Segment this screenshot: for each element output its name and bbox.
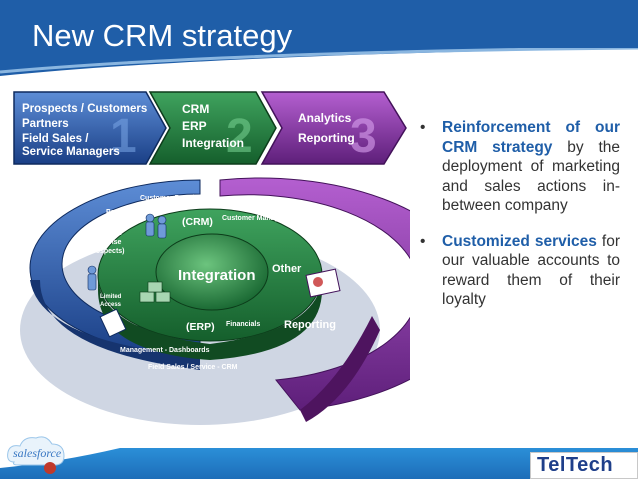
wheel-limited-1: Limited bbox=[100, 294, 122, 300]
wheel-erp-sub: Financials bbox=[226, 321, 260, 328]
wheel-crm-label: (CRM) bbox=[182, 216, 213, 228]
wheel-other-label: Other bbox=[272, 263, 302, 275]
wheel-campaign-1: Campaign bbox=[88, 230, 122, 237]
teltech-logo-text: TelTech bbox=[537, 454, 614, 476]
bullet-2-strong: Customized services bbox=[442, 232, 597, 250]
report-icon bbox=[305, 268, 341, 298]
wheel-core: Integration bbox=[155, 233, 269, 311]
salesforce-logo: salesforce bbox=[7, 436, 65, 474]
wheel-field-sales: Field Sales / Service - CRM bbox=[148, 364, 238, 371]
bullet-dot-icon: • bbox=[420, 232, 426, 250]
bullet-item-2: • Customized services for our valuable a… bbox=[414, 232, 620, 310]
wheel-partner-portals: Partner Portals bbox=[106, 209, 156, 216]
bullet-1-strong: Reinforcement of our CRM strategy bbox=[442, 119, 620, 156]
slide-title: New CRM strategy bbox=[32, 18, 293, 53]
wheel-customer-portals: Customer Portals bbox=[140, 195, 198, 202]
salesforce-logo-text: salesforce bbox=[13, 446, 62, 460]
step-2-line-1: CRM bbox=[182, 102, 209, 116]
step-arrow-3: 3 Analytics Reporting bbox=[260, 91, 407, 165]
step-arrow-1: 1 Prospects / Customers Partners Field S… bbox=[13, 91, 167, 165]
step-number-2: 2 bbox=[226, 110, 253, 163]
step-3-line-2: Reporting bbox=[298, 131, 355, 145]
step-number-3: 3 bbox=[350, 110, 377, 163]
clipboard-icon bbox=[99, 308, 127, 338]
wheel-campaign-3: (Prospects) bbox=[86, 248, 125, 255]
teltech-logo: TelTech bbox=[530, 452, 638, 479]
wheel-campaign-2: Response bbox=[88, 239, 122, 246]
wheel-limited-2: Access bbox=[100, 302, 122, 308]
bullet-list: • Reinforcement of our CRM strategy by t… bbox=[414, 118, 620, 326]
slide-header: New CRM strategy bbox=[0, 0, 638, 88]
wheel-analytics-label: Analytics bbox=[278, 211, 327, 223]
step-1-line-2: Partners bbox=[22, 118, 69, 130]
bullet-dot-icon: • bbox=[420, 119, 426, 136]
step-2-line-3: Integration bbox=[182, 136, 244, 150]
people-icon bbox=[87, 213, 167, 291]
money-stack-icon bbox=[139, 281, 171, 303]
step-1-line-4: Service Managers bbox=[22, 146, 120, 158]
header-wave bbox=[0, 48, 638, 88]
step-1-line-3: Field Sales / bbox=[22, 133, 89, 145]
bullet-item-1: • Reinforcement of our CRM strategy by t… bbox=[414, 118, 620, 216]
bullet-1-text: by the deployment of marketing and sales… bbox=[442, 138, 620, 215]
step-arrow-2: 2 CRM ERP Integration bbox=[148, 91, 277, 165]
wheel-outer-purple bbox=[219, 177, 410, 422]
step-3-line-1: Analytics bbox=[298, 111, 352, 125]
step-2-line-2: ERP bbox=[182, 119, 207, 133]
wheel-reporting-label: Reporting bbox=[284, 319, 336, 331]
crm-diagram: 1 Prospects / Customers Partners Field S… bbox=[13, 91, 410, 425]
bullet-2-text: for our valuable accounts to reward them… bbox=[442, 232, 620, 309]
wheel-center-label: Integration bbox=[178, 267, 256, 284]
wheel-erp-label: (ERP) bbox=[186, 321, 215, 333]
wheel-management: Management - Dashboards bbox=[120, 347, 210, 354]
wheel-crm-sub: Customer Management bbox=[222, 215, 300, 222]
step-number-1: 1 bbox=[110, 110, 137, 163]
step-1-line-1: Prospects / Customers bbox=[22, 103, 147, 115]
